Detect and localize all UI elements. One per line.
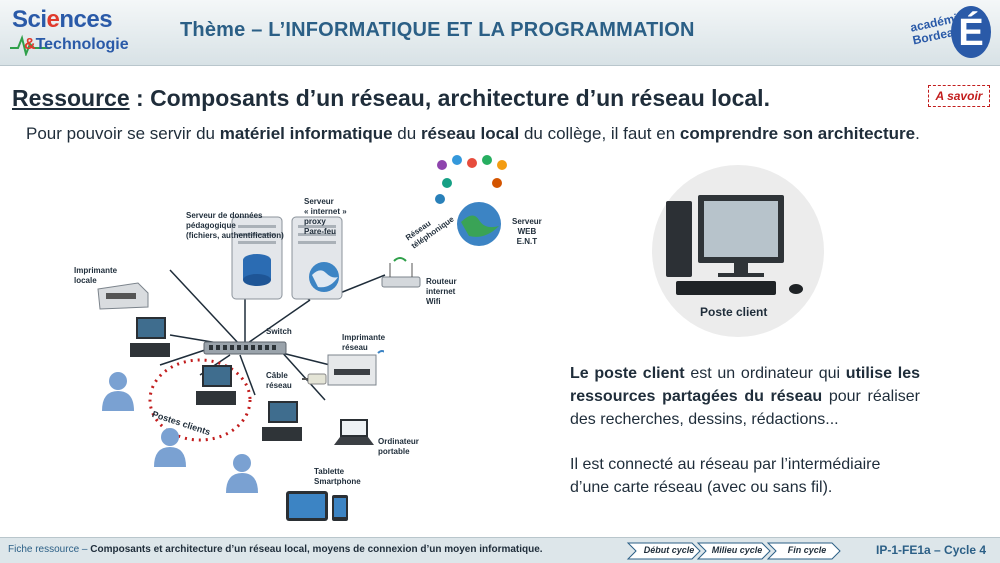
desktop-computer-icon bbox=[196, 365, 236, 405]
a-savoir-badge: A savoir bbox=[928, 85, 990, 107]
footer-band: Fiche ressource – Composants et architec… bbox=[0, 537, 1000, 563]
switch-icon bbox=[203, 341, 287, 355]
network-card-description: Il est connecté au réseau par l’interméd… bbox=[570, 456, 881, 496]
sheet-code: IP-1-FE1a – Cycle 4 bbox=[876, 543, 987, 557]
router-icon bbox=[381, 257, 421, 288]
cycle-arrows bbox=[626, 542, 841, 560]
poste-client-illustration bbox=[652, 165, 824, 337]
footer-description: Fiche ressource – Composants et architec… bbox=[8, 544, 543, 555]
data-server-icon bbox=[231, 216, 283, 300]
academie-e-icon: É bbox=[951, 6, 991, 58]
web-apps-icon bbox=[435, 155, 507, 204]
desktop-computer-icon bbox=[262, 401, 302, 441]
desktop-computer-icon bbox=[130, 317, 170, 357]
network-printer-icon bbox=[327, 350, 384, 386]
resource-label: Ressource bbox=[12, 85, 130, 111]
logo-line2: &Technologie bbox=[24, 36, 129, 53]
header-band: Sciences &Technologie Thème – L’INFORMAT… bbox=[0, 0, 1000, 66]
desktop-workstation-icon bbox=[666, 195, 803, 295]
debut-cycle-button[interactable]: Début cycle bbox=[643, 545, 695, 555]
intro-paragraph: Pour pouvoir se servir du matériel infor… bbox=[26, 124, 920, 143]
logo-line1: Sciences bbox=[12, 6, 113, 33]
globe-icon bbox=[457, 202, 501, 246]
logo-wave-icon bbox=[10, 34, 50, 56]
poste-client-label: Poste client bbox=[700, 305, 768, 319]
laptop-icon bbox=[334, 419, 374, 445]
poste-client-description: Le poste client est un ordinateur qui ut… bbox=[570, 365, 921, 428]
theme-title: Thème – L’INFORMATIQUE ET LA PROGRAMMATI… bbox=[180, 19, 695, 41]
user-icon bbox=[154, 428, 186, 467]
fin-cycle-button[interactable]: Fin cycle bbox=[787, 545, 827, 555]
switch-label: Switch bbox=[266, 327, 292, 336]
milieu-cycle-button[interactable]: Milieu cycle bbox=[711, 545, 763, 555]
user-icon bbox=[102, 372, 134, 411]
sciences-technologie-logo: Sciences &Technologie bbox=[10, 6, 140, 60]
resource-title: Ressource : Composants d’un réseau, arch… bbox=[12, 85, 770, 111]
internet-server-icon bbox=[291, 216, 343, 300]
tablet-smartphone-icon bbox=[286, 491, 348, 521]
cable-plug-icon bbox=[302, 373, 327, 385]
local-printer-icon bbox=[97, 282, 149, 310]
user-icon bbox=[226, 454, 258, 493]
